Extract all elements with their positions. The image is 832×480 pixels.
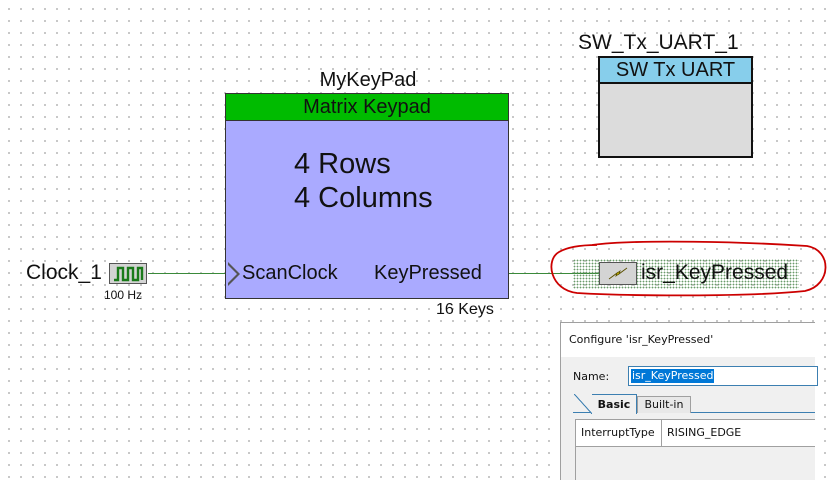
keypad-dimensions: 4 Rows 4 Columns (294, 147, 433, 215)
tab-basic[interactable]: Basic (574, 394, 637, 414)
dialog-title: Configure 'isr_KeyPressed' (561, 323, 815, 357)
tab-built-in[interactable]: Built-in (637, 396, 691, 413)
name-input-value: isr_KeyPressed (631, 369, 715, 383)
table-row[interactable]: InterruptType RISING_EDGE (576, 420, 815, 447)
tab-strip-line (573, 412, 815, 413)
keypad-to-isr-wire (509, 273, 601, 274)
isr-instance-name: isr_KeyPressed (641, 261, 789, 284)
clock-instance-name: Clock_1 (26, 261, 102, 284)
lightning-bolt-icon (608, 267, 628, 280)
keypad-keys-count: 16 Keys (436, 301, 494, 318)
name-label: Name: (573, 370, 610, 383)
clock-frequency: 100 Hz (104, 288, 143, 302)
scanclock-pin-label: ScanClock (242, 262, 338, 284)
param-value[interactable]: RISING_EDGE (667, 426, 742, 439)
name-input[interactable]: isr_KeyPressed (628, 366, 818, 386)
clock-component[interactable] (109, 263, 147, 284)
uart-component-title: SW Tx UART (600, 58, 751, 84)
red-annotation-circle (550, 240, 827, 297)
clock-input-pin-icon[interactable] (227, 262, 240, 286)
keypressed-pin-label: KeyPressed (374, 262, 482, 284)
keypad-rows: 4 Rows (294, 148, 391, 180)
sw-tx-uart-component[interactable]: SW Tx UART (598, 56, 753, 158)
uart-instance-name: SW_Tx_UART_1 (578, 31, 739, 54)
parameter-grid: InterruptType RISING_EDGE (575, 419, 815, 480)
matrix-keypad-component[interactable]: Matrix Keypad 4 Rows 4 Columns ScanClock… (225, 93, 509, 299)
param-name: InterruptType (581, 426, 655, 439)
configure-dialog: Configure 'isr_KeyPressed' Name: isr_Key… (560, 322, 818, 480)
clock-to-keypad-wire (148, 273, 228, 274)
keypad-columns: 4 Columns (294, 182, 433, 214)
keypad-instance-name: MyKeyPad (319, 69, 417, 91)
column-divider (661, 420, 662, 446)
isr-component[interactable] (599, 262, 637, 285)
square-wave-icon (114, 266, 144, 282)
keypad-component-title: Matrix Keypad (226, 94, 508, 121)
